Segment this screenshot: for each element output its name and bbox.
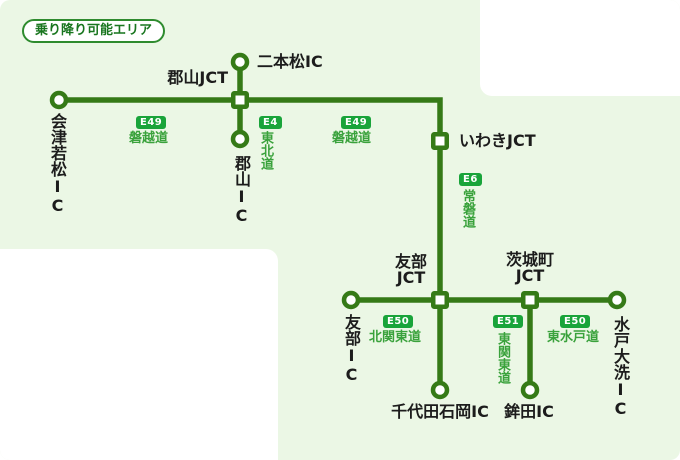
node-circle-hokota-ic xyxy=(520,380,540,400)
node-square-koriyama-jct xyxy=(231,91,249,109)
node-circle-mito-oarai-ic xyxy=(607,290,627,310)
panel-cutout-bottom-left xyxy=(0,249,278,460)
node-circle-aizuwakamatsu-ic xyxy=(49,90,69,110)
node-label-aizuwakamatsu-ic: 会津若松IC xyxy=(48,113,67,215)
road-name-tohoku: 東北道 xyxy=(258,131,273,170)
panel-cutout-top-right xyxy=(480,0,680,96)
node-circle-tomobe-ic xyxy=(341,290,361,310)
node-label-koriyama-ic: 郡山IC xyxy=(232,155,251,225)
node-circle-nihonmatsu-ic xyxy=(230,52,250,72)
road-name-higashimito: 東水戸道 xyxy=(546,330,599,345)
node-label-mito-oarai-ic: 水戸大洗IC xyxy=(611,316,630,418)
road-name-banetsu-right: 磐越道 xyxy=(332,131,372,146)
road-badge-e51-higashikanto: E51 xyxy=(493,315,524,328)
node-label-koriyama-jct: 郡山JCT xyxy=(167,68,228,87)
node-label-hokota-ic: 鉾田IC xyxy=(504,402,554,421)
node-label-iwaki-jct: いわきJCT xyxy=(459,131,536,150)
area-title-badge: 乗り降り可能エリア xyxy=(22,19,166,43)
node-label-tomobe-jct-line1: 友部 xyxy=(394,252,427,271)
node-label-tomobe-jct: 友部 JCT xyxy=(381,254,441,286)
road-line-banetsu-joban xyxy=(59,97,443,390)
road-name-banetsu-left: 磐越道 xyxy=(129,131,169,146)
node-label-nihonmatsu-ic: 二本松IC xyxy=(257,52,323,71)
road-name-kitakanto: 北関東道 xyxy=(368,330,421,345)
node-circle-koriyama-ic xyxy=(230,129,250,149)
road-name-higashikanto: 東関東道 xyxy=(495,332,510,384)
road-badge-e4-tohoku: E4 xyxy=(259,116,282,129)
road-name-joban: 常磐道 xyxy=(460,189,475,228)
node-label-tomobe-jct-line2: JCT xyxy=(396,268,426,287)
node-label-ibarakimachi-jct-line1: 茨城町 xyxy=(505,250,554,269)
node-label-ibarakimachi-jct: 茨城町 JCT xyxy=(498,252,562,284)
road-badge-e50-higashimito: E50 xyxy=(560,315,591,328)
node-label-tomobe-ic: 友部IC xyxy=(342,314,361,384)
node-square-ibarakimachi-jct xyxy=(521,291,539,309)
node-label-ibarakimachi-jct-line2: JCT xyxy=(515,266,545,285)
node-square-tomobe-jct xyxy=(431,291,449,309)
road-badge-e50-kitakanto: E50 xyxy=(383,315,414,328)
node-square-iwaki-jct xyxy=(431,132,449,150)
node-circle-chiyoda-ishioka-ic xyxy=(430,380,450,400)
road-badge-e49-banetsu-right: E49 xyxy=(341,116,372,129)
road-badge-e6-joban: E6 xyxy=(459,173,482,186)
node-label-chiyoda-ishioka-ic: 千代田石岡IC xyxy=(391,402,489,421)
road-badge-e49-banetsu-left: E49 xyxy=(136,116,167,129)
